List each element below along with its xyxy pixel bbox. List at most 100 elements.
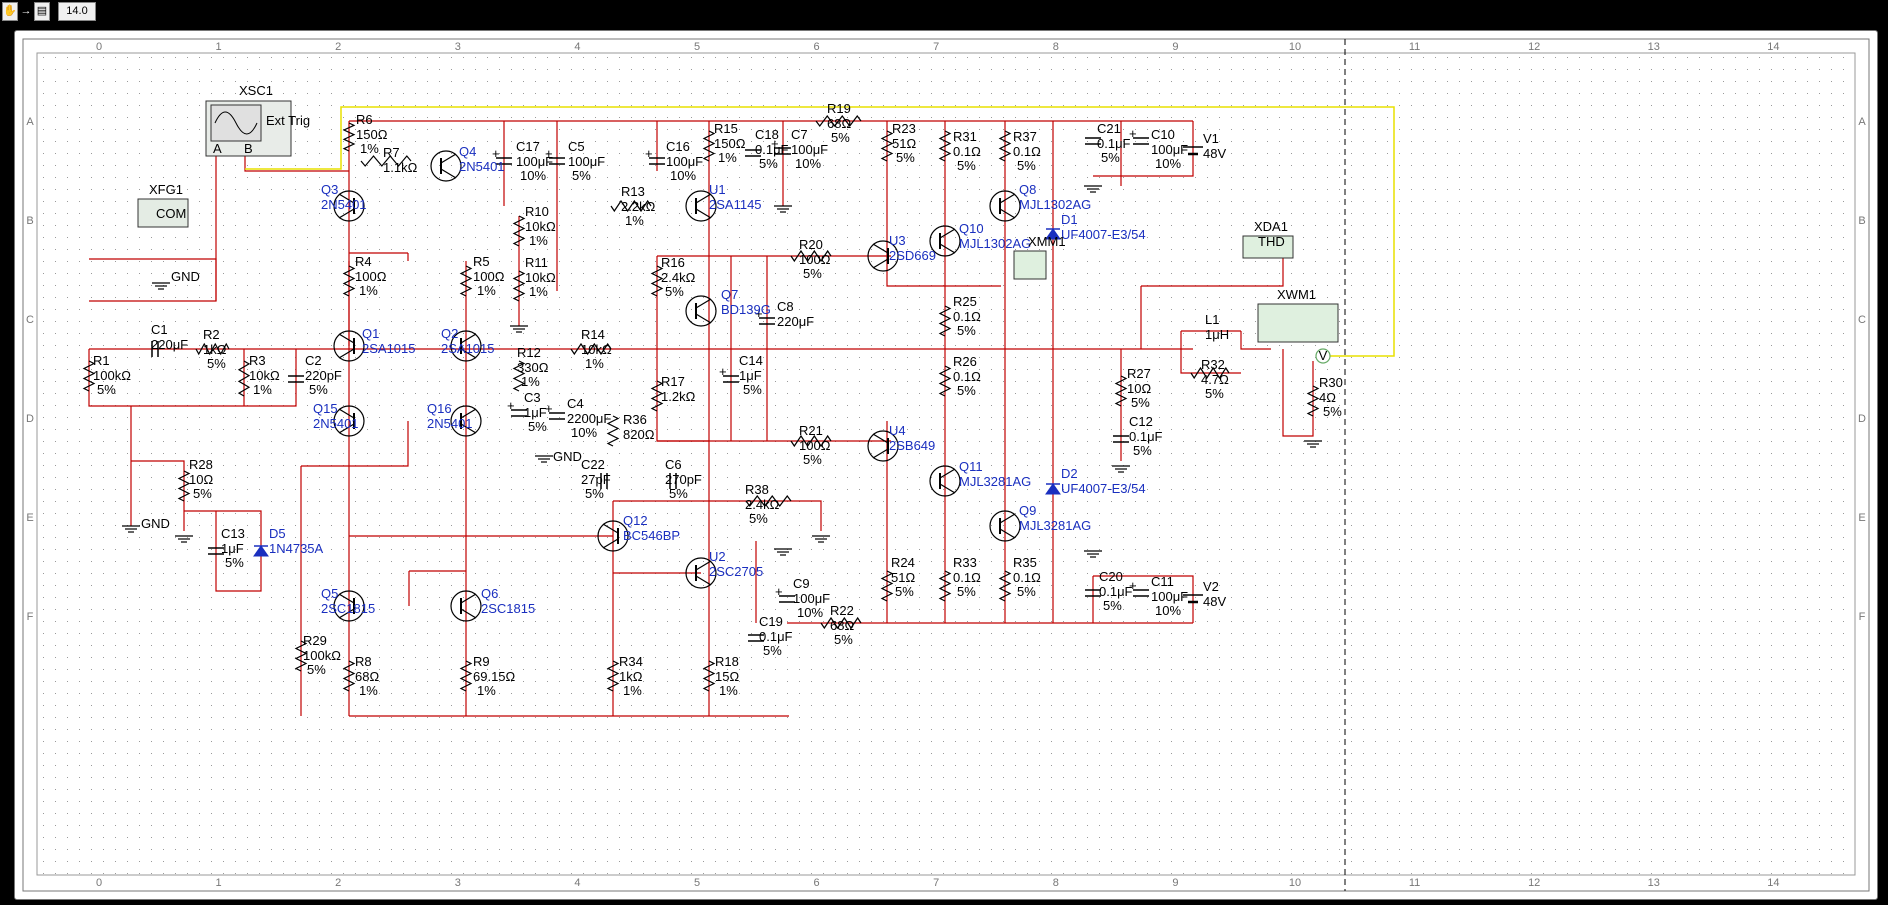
capacitor-C4[interactable]: + [545, 401, 565, 420]
resistor-R11[interactable] [512, 270, 526, 302]
resistor-R22[interactable] [820, 616, 862, 630]
model-Q12: BC546BP [623, 528, 680, 543]
resistor-R34[interactable] [606, 660, 620, 692]
capacitor-C11[interactable]: + [1129, 578, 1149, 597]
multimeter-XMM1[interactable] [1013, 250, 1047, 280]
transistor-Q11[interactable] [929, 465, 961, 497]
tol-R24: 5% [895, 584, 914, 599]
ruler-col-top: 0 [96, 41, 102, 53]
resistor-R25[interactable] [938, 305, 952, 337]
resistor-R27[interactable] [1114, 375, 1128, 407]
resistor-R21[interactable] [790, 434, 832, 448]
resistor-R15[interactable] [702, 130, 716, 162]
resistor-R37[interactable] [998, 130, 1012, 162]
transistor-Q6[interactable] [450, 590, 482, 622]
capacitor-C17[interactable]: + [492, 146, 512, 165]
capacitor-C21[interactable] [1085, 137, 1101, 145]
transistor-U4[interactable] [867, 430, 899, 462]
resistor-R10[interactable] [512, 215, 526, 247]
diode-D2[interactable] [1045, 483, 1061, 495]
diode-D1[interactable] [1045, 228, 1061, 240]
resistor-R36[interactable] [606, 415, 620, 447]
capacitor-C14[interactable]: + [719, 364, 739, 383]
resistor-R13[interactable] [610, 199, 652, 213]
function-generator-XFG1[interactable] [137, 198, 189, 228]
battery-V2[interactable] [1183, 594, 1203, 604]
resistor-R14[interactable] [570, 342, 612, 356]
resistor-R1[interactable] [82, 360, 96, 392]
resistor-R8[interactable] [342, 660, 356, 692]
resistor-R2[interactable] [195, 342, 230, 356]
transistor-Q2[interactable] [450, 330, 482, 362]
wattmeter-XWM1[interactable] [1257, 303, 1339, 343]
arrow-icon-button[interactable]: → [18, 2, 34, 21]
capacitor-C3[interactable]: + [507, 398, 527, 417]
resistor-R12[interactable] [512, 360, 526, 392]
transistor-Q8[interactable] [989, 190, 1021, 222]
transistor-Q10[interactable] [929, 225, 961, 257]
resistor-R28[interactable] [177, 470, 191, 502]
resistor-R32[interactable] [1190, 366, 1230, 380]
model-Q9: MJL3281AG [1019, 518, 1091, 533]
schematic-canvas[interactable]: 0011223344556677889910101111121213131414… [15, 31, 1877, 899]
transistor-Q16[interactable] [450, 405, 482, 437]
resistor-R17[interactable] [650, 380, 664, 412]
resistor-R31[interactable] [938, 130, 952, 162]
transistor-U3[interactable] [867, 240, 899, 272]
transistor-Q4[interactable] [430, 150, 462, 182]
resistor-R24[interactable] [880, 570, 894, 602]
distortion-analyzer-XDA1[interactable] [1242, 235, 1294, 259]
transistor-Q9[interactable] [989, 510, 1021, 542]
capacitor-C20[interactable] [1085, 589, 1101, 597]
capacitor-C18[interactable] [745, 149, 761, 157]
capacitor-C5[interactable]: + [545, 146, 565, 165]
hand-icon-button[interactable]: ✋ [2, 2, 18, 21]
resistor-R26[interactable] [938, 365, 952, 397]
capacitor-C19[interactable] [748, 634, 764, 642]
capacitor-C22[interactable] [600, 473, 608, 489]
resistor-R9[interactable] [459, 660, 473, 692]
resistor-R30[interactable] [1306, 385, 1320, 417]
battery-V1[interactable] [1183, 146, 1203, 156]
capacitor-C2[interactable] [288, 375, 304, 383]
transistor-Q7[interactable] [685, 295, 717, 327]
diode-D5[interactable] [253, 545, 269, 557]
transistor-Q1[interactable] [333, 330, 365, 362]
oscilloscope-XSC1[interactable] [205, 100, 292, 157]
transistor-Q3[interactable] [333, 190, 365, 222]
capacitor-C1[interactable] [151, 341, 159, 357]
instrument-icon-button[interactable]: ▤ [34, 2, 50, 21]
resistor-R35[interactable] [998, 570, 1012, 602]
capacitor-C7[interactable]: + [771, 136, 791, 155]
version-field[interactable]: 14.0 [58, 2, 96, 21]
transistor-Q12[interactable] [597, 520, 629, 552]
transistor-U2[interactable] [685, 557, 717, 589]
capacitor-C9[interactable]: + [775, 584, 795, 603]
resistor-R19[interactable] [815, 115, 862, 127]
capacitor-C13[interactable] [208, 547, 224, 555]
resistor-R18[interactable] [702, 660, 716, 692]
resistor-R7[interactable] [360, 155, 412, 167]
capacitor-C16[interactable]: + [645, 146, 665, 165]
resistor-R5[interactable] [459, 265, 473, 297]
capacitor-C8[interactable]: + [755, 306, 775, 325]
resistor-R23[interactable] [880, 130, 894, 162]
resistor-R16[interactable] [650, 265, 664, 297]
transistor-U1[interactable] [685, 190, 717, 222]
transistor-Q5[interactable] [333, 590, 365, 622]
voltage-probe[interactable] [1315, 348, 1331, 364]
resistor-R4[interactable] [342, 265, 356, 297]
capacitor-C6[interactable] [669, 473, 677, 489]
resistor-R3[interactable] [237, 360, 251, 397]
capacitor-C10[interactable]: + [1129, 126, 1149, 145]
resistor-R6[interactable] [342, 122, 356, 152]
resistor-R29[interactable] [294, 640, 308, 672]
resistor-R20[interactable] [790, 249, 832, 263]
tol-R35: 5% [1017, 584, 1036, 599]
capacitor-C12[interactable] [1113, 435, 1129, 443]
tol-R29: 5% [307, 662, 326, 677]
resistor-R38[interactable] [745, 495, 792, 507]
transistor-Q15[interactable] [333, 405, 365, 437]
resistor-R33[interactable] [938, 570, 952, 602]
